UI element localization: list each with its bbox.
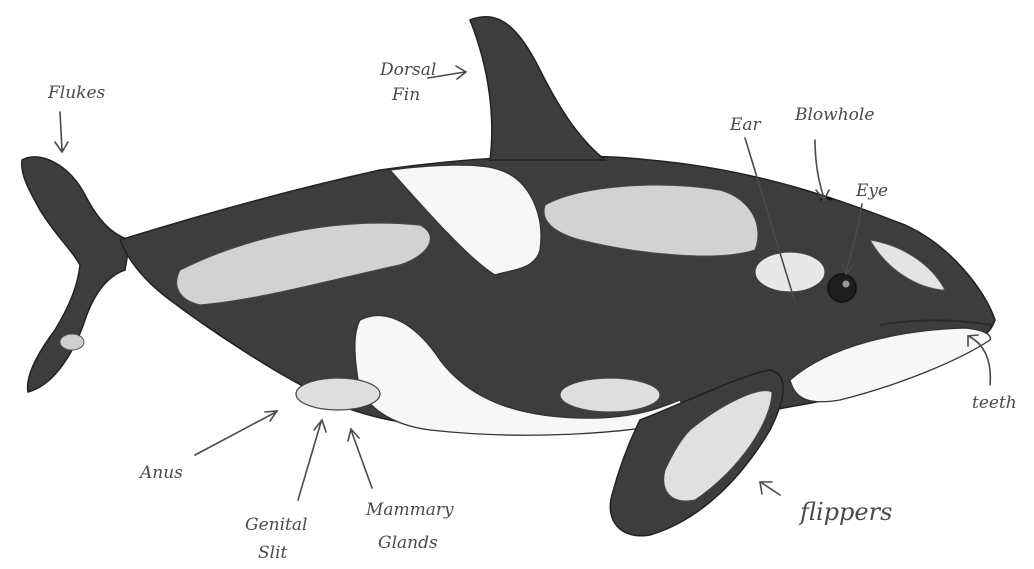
arrow-anus (195, 411, 277, 455)
arrow-mammary-glands (348, 429, 372, 488)
label-genital-slit-1: Genital (245, 515, 307, 535)
eye-highlight (843, 281, 850, 288)
tail-flukes (22, 157, 130, 392)
label-mammary-glands-1: Mammary (365, 500, 454, 520)
label-ear: Ear (729, 115, 762, 135)
arrow-flippers (760, 482, 780, 495)
label-flippers: flippers (798, 498, 892, 526)
fluke-spot (60, 334, 84, 350)
label-mammary-glands-2: Glands (378, 533, 438, 553)
label-dorsal-fin-2: Fin (391, 85, 420, 105)
eye-icon (828, 274, 856, 302)
dorsal-fin (470, 17, 605, 160)
label-teeth: teeth (972, 393, 1017, 413)
label-genital-slit-2: Slit (258, 543, 288, 563)
arrow-genital-slit (298, 420, 326, 500)
label-eye: Eye (855, 181, 888, 201)
label-dorsal-fin-1: Dorsal (379, 60, 436, 80)
label-blowhole: Blowhole (794, 105, 874, 125)
arrow-flukes (55, 112, 68, 152)
arrow-blowhole (815, 140, 829, 200)
label-anus: Anus (138, 463, 183, 483)
orca-illustration (22, 17, 995, 536)
genital-patch (296, 378, 380, 410)
flank-patch (560, 378, 660, 412)
label-flukes: Flukes (47, 83, 106, 103)
